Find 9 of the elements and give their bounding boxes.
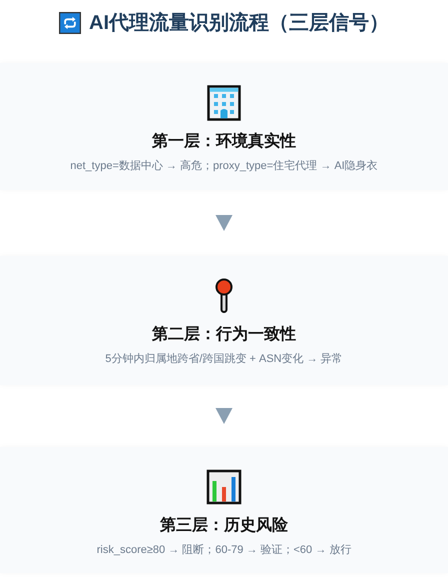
layer-heading: 第一层：环境真实性: [152, 131, 296, 152]
layer-description: net_type=数据中心 → 高危；proxy_type=住宅代理 → AI隐身衣: [70, 158, 378, 174]
layer-heading: 第三层：历史风险: [160, 516, 288, 536]
layer-description: 5分钟内归属地跨省/跨国跳变 + ASN变化 → 异常: [105, 352, 343, 367]
arrow: [216, 215, 232, 231]
diagram-title: AI代理流量识别流程（三层信号）: [89, 10, 389, 36]
arrow: [216, 408, 232, 424]
layer-heading: 第二层：行为一致性: [152, 324, 296, 345]
layer-description: risk_score≥80 → 阻断；60-79 → 验证；<60 → 放行: [96, 543, 352, 558]
